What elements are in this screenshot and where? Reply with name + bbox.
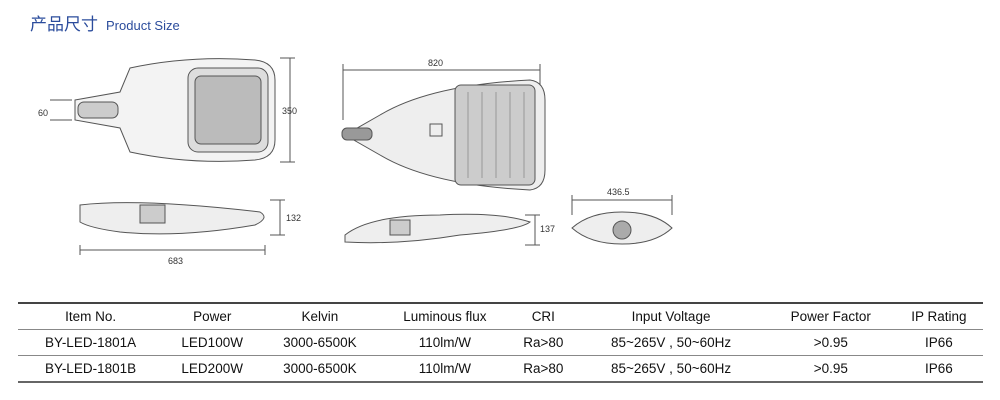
dim-683: 683 bbox=[168, 256, 183, 266]
col-item-no: Item No. bbox=[65, 309, 117, 324]
col-kelvin: Kelvin bbox=[301, 309, 339, 324]
col-luminous-flux: Luminous flux bbox=[403, 309, 487, 324]
cell: LED100W bbox=[181, 335, 243, 350]
top-view-large bbox=[341, 64, 546, 191]
title-chinese: 产品尺寸 bbox=[30, 15, 98, 35]
cell: BY-LED-1801A bbox=[45, 335, 137, 350]
dim-137: 137 bbox=[540, 224, 555, 234]
table-row: BY-LED-1801B LED200W 3000-6500K 110lm/W … bbox=[18, 356, 983, 382]
dim-132: 132 bbox=[286, 213, 301, 223]
cell: 110lm/W bbox=[418, 361, 472, 376]
product-drawings: 60 350 683 132 820 137 436.5 bbox=[38, 57, 673, 266]
cell: LED200W bbox=[181, 361, 243, 376]
cell: 85~265V , 50~60Hz bbox=[611, 335, 732, 350]
cell: 3000-6500K bbox=[283, 335, 357, 350]
table-header-row: Item No. Power Kelvin Luminous flux CRI … bbox=[18, 303, 983, 330]
cell: 85~265V , 50~60Hz bbox=[611, 361, 732, 376]
top-view-small bbox=[50, 57, 295, 163]
table-row: BY-LED-1801A LED100W 3000-6500K 110lm/W … bbox=[18, 330, 983, 356]
cell: BY-LED-1801B bbox=[45, 361, 137, 376]
side-view-large bbox=[344, 213, 540, 246]
dim-436-5: 436.5 bbox=[607, 187, 630, 197]
section-title: 产品尺寸 Product Size bbox=[30, 10, 180, 35]
col-power-factor: Power Factor bbox=[790, 309, 871, 324]
end-view bbox=[571, 195, 673, 245]
cell: 110lm/W bbox=[418, 335, 472, 350]
spec-table: Item No. Power Kelvin Luminous flux CRI … bbox=[18, 302, 983, 383]
cell: IP66 bbox=[924, 335, 953, 350]
col-cri: CRI bbox=[531, 309, 555, 324]
cell: IP66 bbox=[924, 361, 953, 376]
col-input-voltage: Input Voltage bbox=[631, 309, 711, 324]
dim-350: 350 bbox=[282, 106, 297, 116]
dim-820: 820 bbox=[428, 58, 443, 68]
title-english: Product Size bbox=[106, 18, 180, 33]
cell: Ra>80 bbox=[523, 361, 564, 376]
col-power: Power bbox=[193, 309, 232, 324]
side-view-small bbox=[79, 199, 285, 255]
cell: >0.95 bbox=[813, 335, 848, 350]
col-ip-rating: IP Rating bbox=[911, 309, 967, 324]
cell: Ra>80 bbox=[523, 335, 564, 350]
cell: >0.95 bbox=[813, 361, 848, 376]
dim-60: 60 bbox=[38, 108, 48, 118]
cell: 3000-6500K bbox=[283, 361, 357, 376]
